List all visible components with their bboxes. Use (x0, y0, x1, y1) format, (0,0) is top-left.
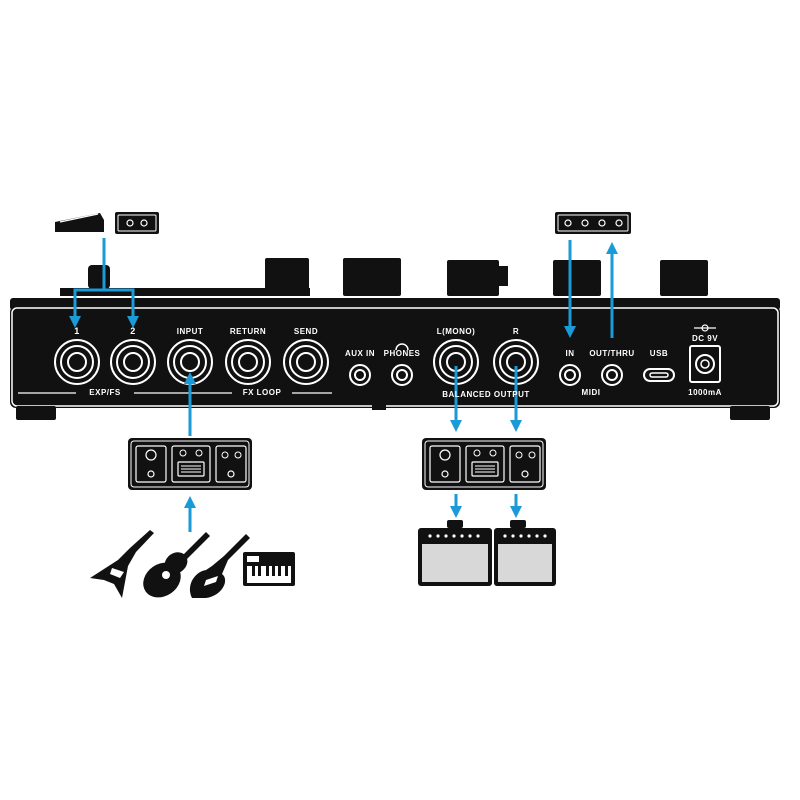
label-dc: DC 9V (691, 334, 719, 343)
dc-jack[interactable] (689, 345, 721, 383)
label-exp2: 2 (130, 326, 136, 336)
device-rear-panel (10, 298, 780, 420)
label-balanced-output: BALANCED OUTPUT (442, 390, 530, 399)
signal-arrows (69, 238, 618, 532)
pedalboard-icon (128, 438, 252, 490)
pedalboard-icon (422, 438, 546, 490)
label-send: SEND (293, 327, 319, 336)
label-exp-fs: EXP/FS (89, 388, 121, 397)
jack-midi-in[interactable] (559, 364, 581, 386)
label-midi-out-thru: OUT/THRU (589, 349, 635, 358)
label-exp1: 1 (74, 326, 80, 336)
electric-guitar-icon (90, 530, 154, 598)
amplifier-icon (494, 520, 556, 586)
label-phones: PHONES (383, 349, 421, 358)
jack-aux-in[interactable] (349, 364, 371, 386)
midi-controller-icon (555, 212, 631, 234)
label-current: 1000mA (688, 388, 722, 397)
label-midi-in: IN (565, 349, 575, 358)
jack-midi-out[interactable] (601, 364, 623, 386)
amplifier-icon (418, 520, 492, 586)
headphones-icon (395, 343, 409, 351)
label-return: RETURN (229, 327, 267, 336)
label-midi: MIDI (581, 388, 601, 397)
dc-polarity-icon (694, 324, 716, 332)
jacks (18, 324, 721, 394)
arrow-exp-to-1 (69, 238, 106, 328)
jack-phones[interactable] (391, 364, 413, 386)
arrow-exp-to-2 (104, 288, 139, 328)
label-r: R (512, 327, 520, 336)
jack-exp1[interactable] (54, 339, 100, 385)
jack-return[interactable] (225, 339, 271, 385)
jack-exp2[interactable] (110, 339, 156, 385)
footswitch-icon (115, 212, 159, 234)
acoustic-guitar-icon (143, 532, 210, 598)
label-aux-in: AUX IN (344, 349, 376, 358)
label-l-mono: L(MONO) (436, 327, 476, 336)
electric-guitar-icon (189, 534, 250, 598)
jack-send[interactable] (283, 339, 329, 385)
label-input: INPUT (176, 327, 204, 336)
usb-port[interactable] (643, 368, 675, 382)
label-fx-loop: FX LOOP (242, 388, 282, 397)
label-usb: USB (649, 349, 669, 358)
keyboard-icon (243, 552, 295, 586)
expression-pedal-icon (55, 213, 104, 232)
